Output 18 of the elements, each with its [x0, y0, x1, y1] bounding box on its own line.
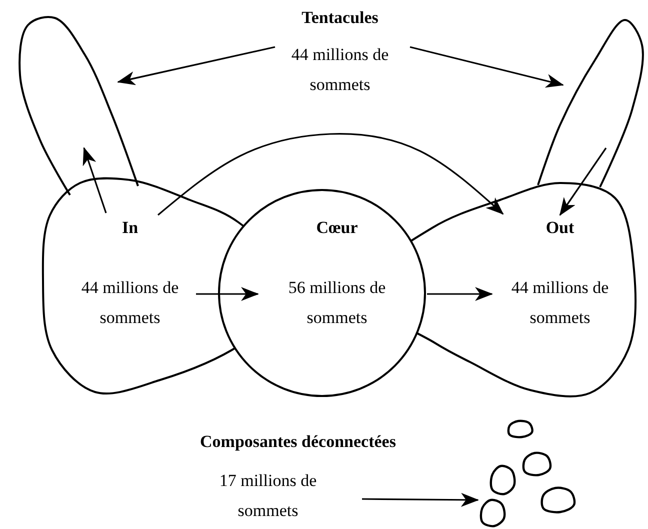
count-text: 56 millions de sommets	[287, 277, 387, 329]
heading-text: In	[120, 217, 140, 239]
heading-text: Tentacules	[300, 7, 380, 29]
count-text: 44 millions de sommets	[510, 277, 610, 329]
heading-text: Composantes déconnectées	[199, 431, 397, 453]
heading-text: Out	[544, 217, 576, 239]
arrow	[117, 46, 276, 86]
arrow	[157, 133, 504, 216]
arrow	[410, 46, 564, 88]
count-text: 44 millions de sommets	[80, 277, 180, 329]
arrow	[427, 287, 493, 301]
arrow	[82, 147, 107, 214]
count-text: 17 millions de sommets	[218, 470, 318, 522]
arrow	[559, 148, 607, 216]
arrow	[196, 287, 259, 301]
count-text: 44 millions de sommets	[290, 44, 390, 96]
arrow	[362, 492, 479, 507]
heading-text: Cœur	[315, 217, 359, 239]
